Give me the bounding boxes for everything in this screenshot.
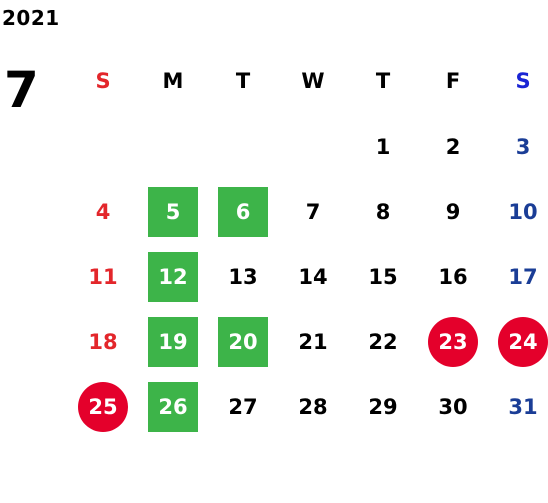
weekday-header-wednesday: W bbox=[301, 69, 325, 93]
day-number: 6 bbox=[235, 199, 251, 224]
weekday-header-tuesday: T bbox=[235, 69, 251, 93]
calendar-day-cell: 19 bbox=[138, 309, 208, 374]
day-number: 27 bbox=[228, 394, 258, 419]
day-number: 22 bbox=[368, 329, 398, 354]
calendar-empty-cell bbox=[208, 114, 278, 179]
calendar-day-cell: 2 bbox=[418, 114, 488, 179]
calendar-day-cell: 20 bbox=[208, 309, 278, 374]
calendar-day-cell: 12 bbox=[138, 244, 208, 309]
day-number: 7 bbox=[305, 199, 321, 224]
day-number: 8 bbox=[375, 199, 391, 224]
day-number: 9 bbox=[445, 199, 461, 224]
calendar-day-cell: 31 bbox=[488, 374, 548, 439]
calendar-day-cell: 25 bbox=[68, 374, 138, 439]
calendar-day-cell: 30 bbox=[418, 374, 488, 439]
day-number: 13 bbox=[228, 264, 258, 289]
weekday-header-sunday: S bbox=[95, 69, 111, 93]
calendar-day-cell: 6 bbox=[208, 179, 278, 244]
calendar-day-cell: 9 bbox=[418, 179, 488, 244]
calendar-day-cell: 27 bbox=[208, 374, 278, 439]
calendar-day-cell: 1 bbox=[348, 114, 418, 179]
calendar-day-cell: 17 bbox=[488, 244, 548, 309]
calendar-year: 2021 bbox=[2, 6, 60, 30]
green-highlight-day: 5 bbox=[148, 186, 198, 237]
weekday-header-friday: F bbox=[445, 69, 461, 93]
calendar-day-cell: 11 bbox=[68, 244, 138, 309]
day-number: 3 bbox=[515, 134, 531, 159]
calendar-day-cell: 22 bbox=[348, 309, 418, 374]
day-number: 17 bbox=[508, 264, 538, 289]
green-highlight-day: 26 bbox=[148, 381, 198, 432]
day-number: 23 bbox=[438, 329, 468, 354]
weekday-header-saturday: S bbox=[515, 69, 531, 93]
calendar-day-cell: 7 bbox=[278, 179, 348, 244]
calendar-day-cell: 26 bbox=[138, 374, 208, 439]
calendar-day-cell: 18 bbox=[68, 309, 138, 374]
day-number: 29 bbox=[368, 394, 398, 419]
calendar-day-cell: 5 bbox=[138, 179, 208, 244]
day-number: 15 bbox=[368, 264, 398, 289]
day-number: 26 bbox=[158, 394, 188, 419]
weekday-header-thursday: T bbox=[375, 69, 391, 93]
day-number: 19 bbox=[158, 329, 188, 354]
day-number: 16 bbox=[438, 264, 468, 289]
day-number: 12 bbox=[158, 264, 188, 289]
day-number: 30 bbox=[438, 394, 468, 419]
day-number: 31 bbox=[508, 394, 538, 419]
red-holiday-day: 25 bbox=[78, 381, 128, 432]
weekday-header-monday: M bbox=[162, 69, 184, 93]
calendar-day-cell: 21 bbox=[278, 309, 348, 374]
day-number: 5 bbox=[165, 199, 181, 224]
day-number: 4 bbox=[95, 199, 111, 224]
green-highlight-day: 6 bbox=[218, 186, 268, 237]
day-number: 24 bbox=[508, 329, 538, 354]
day-number: 28 bbox=[298, 394, 328, 419]
day-number: 10 bbox=[508, 199, 538, 224]
calendar-day-cell: 15 bbox=[348, 244, 418, 309]
calendar-month-number: 7 bbox=[4, 61, 39, 119]
calendar-day-cell: 16 bbox=[418, 244, 488, 309]
calendar-day-cell: 24 bbox=[488, 309, 548, 374]
day-number: 2 bbox=[445, 134, 461, 159]
calendar-day-cell: 4 bbox=[68, 179, 138, 244]
day-number: 18 bbox=[88, 329, 118, 354]
day-number: 25 bbox=[88, 394, 118, 419]
day-number: 21 bbox=[298, 329, 328, 354]
day-number: 1 bbox=[375, 134, 391, 159]
red-holiday-day: 23 bbox=[428, 316, 478, 367]
day-number: 11 bbox=[88, 264, 118, 289]
day-number: 14 bbox=[298, 264, 328, 289]
calendar-day-cell: 14 bbox=[278, 244, 348, 309]
calendar-day-cell: 13 bbox=[208, 244, 278, 309]
calendar-empty-cell bbox=[138, 114, 208, 179]
green-highlight-day: 12 bbox=[148, 251, 198, 302]
green-highlight-day: 20 bbox=[218, 316, 268, 367]
calendar-day-cell: 10 bbox=[488, 179, 548, 244]
calendar-day-cell: 3 bbox=[488, 114, 548, 179]
calendar-day-cell: 8 bbox=[348, 179, 418, 244]
calendar-empty-cell bbox=[278, 114, 348, 179]
red-holiday-day: 24 bbox=[498, 316, 548, 367]
calendar-empty-cell bbox=[68, 114, 138, 179]
calendar-day-cell: 28 bbox=[278, 374, 348, 439]
green-highlight-day: 19 bbox=[148, 316, 198, 367]
day-number: 20 bbox=[228, 329, 258, 354]
calendar-day-cell: 29 bbox=[348, 374, 418, 439]
calendar-day-cell: 23 bbox=[418, 309, 488, 374]
